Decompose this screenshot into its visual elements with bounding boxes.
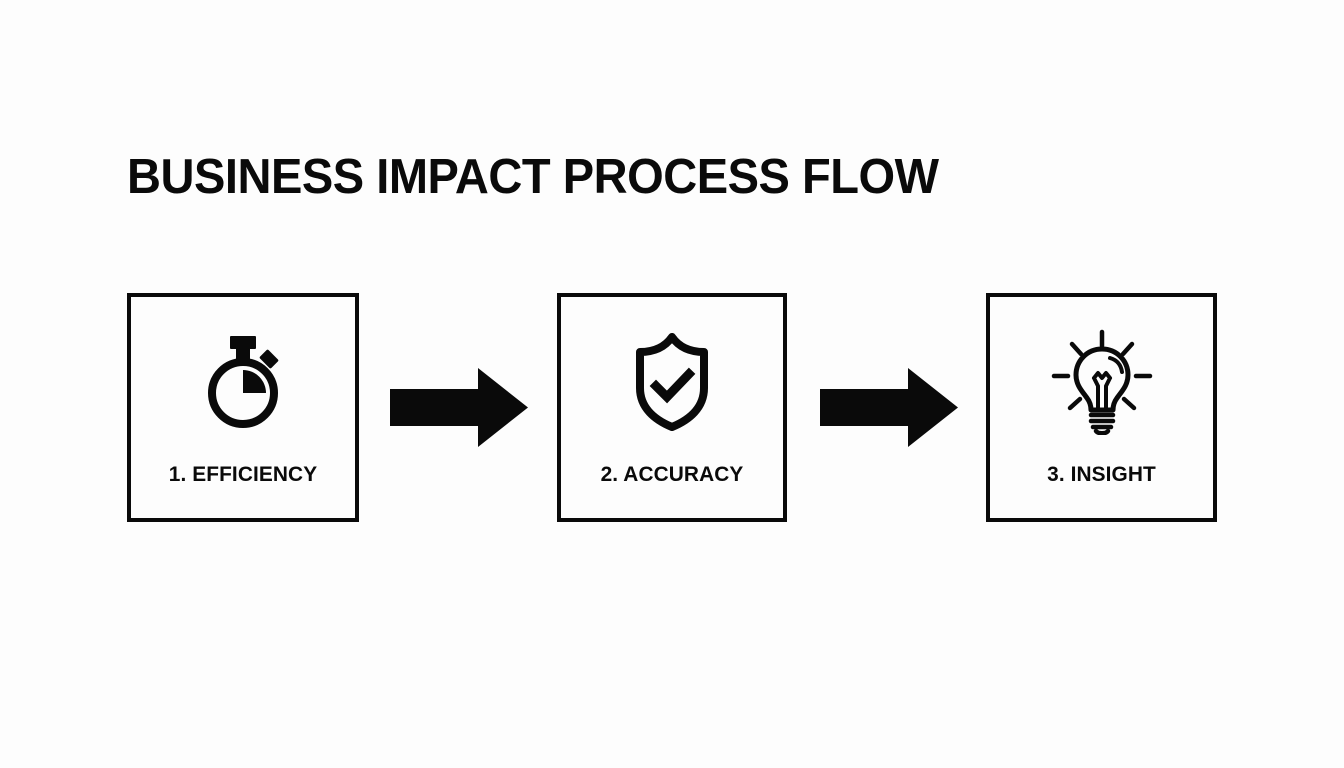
step-icon-slot [990,327,1213,437]
step-card-accuracy[interactable]: 2. ACCURACY [557,293,787,522]
step-label-insight: 3. INSIGHT [1047,462,1156,486]
shield-check-icon [624,330,720,434]
page-title: BUSINESS IMPACT PROCESS FLOW [127,150,939,204]
step-card-insight[interactable]: 3. INSIGHT [986,293,1217,522]
step-icon-slot [131,327,355,437]
flow-arrow-2 [820,368,958,447]
step-label-accuracy: 2. ACCURACY [600,462,744,486]
lightbulb-icon [1046,329,1158,435]
flow-arrow-1 [390,368,528,447]
stopwatch-icon [195,332,291,432]
process-flow-diagram: 1. EFFICIENCY 2. ACCURACY [127,293,1217,522]
step-label-efficiency: 1. EFFICIENCY [168,462,318,486]
step-icon-slot [561,327,783,437]
step-card-efficiency[interactable]: 1. EFFICIENCY [127,293,359,522]
